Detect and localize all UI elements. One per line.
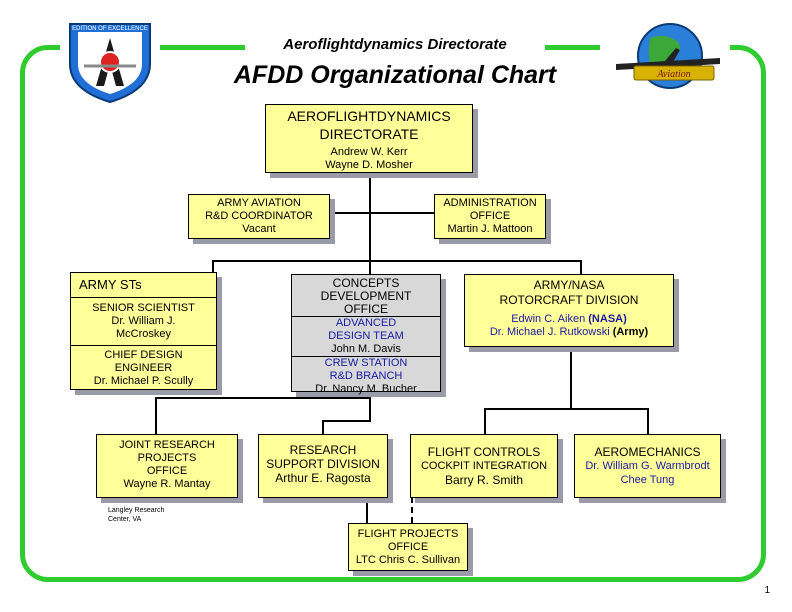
rotorcraft-tag-2: (Army) bbox=[612, 326, 649, 338]
rd-coordinator-line-2: R&D COORDINATOR bbox=[205, 210, 313, 222]
flight-controls-box: FLIGHT CONTROLS COCKPIT INTEGRATION Barr… bbox=[410, 434, 558, 498]
flight-projects-person: LTC Chris C. Sullivan bbox=[355, 554, 461, 566]
senior-scientist-line-2: Dr. William J. bbox=[111, 315, 176, 327]
rd-coordinator-box: ARMY AVIATION R&D COORDINATOR Vacant bbox=[188, 194, 330, 239]
connector-aeromechanics bbox=[647, 408, 649, 434]
research-support-line-2: SUPPORT DIVISION bbox=[266, 457, 380, 471]
rotorcraft-person-2-row: Dr. Michael J. Rutkowski (Army) bbox=[465, 326, 673, 339]
chief-engineer-cell: CHIEF DESIGN ENGINEER Dr. Michael P. Scu… bbox=[71, 345, 216, 388]
title-mask-2 bbox=[195, 56, 595, 94]
flight-projects-line-1: FLIGHT PROJECTS bbox=[357, 528, 459, 540]
title-mask bbox=[245, 34, 545, 56]
page-subtitle: Aeroflightdynamics Directorate bbox=[283, 36, 507, 53]
joint-research-line-1: JOINT RESEARCH bbox=[119, 439, 215, 451]
aeromechanics-person-1: Dr. William G. Warmbrodt bbox=[585, 460, 710, 472]
right-logo-text: Aviation bbox=[656, 69, 690, 80]
research-support-person: Arthur E. Ragosta bbox=[275, 471, 371, 485]
senior-scientist-line-1: SENIOR SCIENTIST bbox=[92, 302, 195, 314]
design-team-line-2: DESIGN TEAM bbox=[328, 330, 404, 342]
connector-dashed bbox=[411, 497, 413, 533]
page-number: 1 bbox=[764, 585, 770, 596]
connector-staff-horizontal bbox=[330, 212, 434, 214]
flight-projects-box: FLIGHT PROJECTS OFFICE LTC Chris C. Sull… bbox=[348, 523, 468, 571]
aeromechanics-box: AEROMECHANICS Dr. William G. Warmbrodt C… bbox=[574, 434, 721, 498]
concepts-line-2: DEVELOPMENT bbox=[320, 289, 412, 303]
concepts-box: CONCEPTS DEVELOPMENT OFFICE ADVANCED DES… bbox=[291, 274, 441, 395]
admin-office-box: ADMINISTRATION OFFICE Martin J. Mattoon bbox=[434, 194, 546, 239]
chief-engineer-line-2: ENGINEER bbox=[114, 362, 173, 374]
flight-controls-line-1: FLIGHT CONTROLS bbox=[427, 445, 541, 459]
flight-projects-line-2: OFFICE bbox=[387, 541, 429, 553]
directorate-title-1: AEROFLIGHTDYNAMICS bbox=[287, 108, 451, 124]
connector-joint bbox=[155, 397, 157, 434]
research-support-line-1: RESEARCH bbox=[289, 443, 357, 457]
rotorcraft-division-box: ARMY/NASA ROTORCRAFT DIVISION Edwin C. A… bbox=[464, 274, 674, 347]
directorate-title-2: DIRECTORATE bbox=[319, 126, 419, 142]
directorate-box: AEROFLIGHTDYNAMICS DIRECTORATE Andrew W.… bbox=[265, 104, 473, 173]
connector-center-lower bbox=[369, 392, 371, 422]
connector-research bbox=[322, 420, 370, 422]
rotorcraft-person-1: Edwin C. Aiken bbox=[511, 313, 586, 325]
directorate-person-1: Andrew W. Kerr bbox=[330, 146, 408, 158]
admin-office-person: Martin J. Mattoon bbox=[447, 223, 533, 235]
connector-level3-left bbox=[155, 397, 370, 399]
army-sts-title: ARMY STs bbox=[79, 277, 142, 292]
design-team-person: John M. Davis bbox=[331, 343, 401, 355]
connector-level2-horizontal bbox=[212, 260, 582, 262]
research-support-box: RESEARCH SUPPORT DIVISION Arthur E. Rago… bbox=[258, 434, 388, 498]
rd-coordinator-person: Vacant bbox=[242, 223, 276, 235]
connector-flight-controls bbox=[484, 408, 486, 434]
army-excellence-logo-icon: EDITION OF EXCELLENCE bbox=[69, 23, 151, 104]
location-note-line-2: Center, VA bbox=[108, 516, 142, 523]
aviation-globe-logo-icon: Aviation bbox=[616, 23, 720, 89]
aeromechanics-person-2: Chee Tung bbox=[620, 474, 675, 486]
crew-station-line-2: R&D BRANCH bbox=[329, 370, 403, 382]
admin-office-line-2: OFFICE bbox=[469, 210, 511, 222]
directorate-person-2: Wayne D. Mosher bbox=[325, 159, 413, 171]
aeromechanics-line-1: AEROMECHANICS bbox=[594, 445, 701, 459]
admin-office-line-1: ADMINISTRATION bbox=[443, 197, 537, 209]
joint-research-person: Wayne R. Mantay bbox=[123, 478, 211, 490]
senior-scientist-line-3: McCroskey bbox=[115, 328, 171, 340]
connector-flight-projects bbox=[366, 497, 368, 523]
crew-station-line-1: CREW STATION bbox=[324, 357, 408, 369]
location-note: Langley Research Center, VA bbox=[108, 506, 164, 524]
concepts-line-1: CONCEPTS bbox=[332, 276, 400, 290]
rd-coordinator-line-1: ARMY AVIATION bbox=[217, 197, 301, 209]
connector-main-vertical bbox=[369, 173, 371, 289]
rotorcraft-person-2: Dr. Michael J. Rutkowski bbox=[489, 326, 610, 338]
senior-scientist-cell: SENIOR SCIENTIST Dr. William J. McCroske… bbox=[71, 297, 216, 341]
concepts-line-3: OFFICE bbox=[344, 302, 388, 316]
crew-station-cell: CREW STATION R&D BRANCH Dr. Nancy M. Buc… bbox=[292, 356, 440, 396]
connector-research-down bbox=[322, 420, 324, 434]
flight-controls-person: Barry R. Smith bbox=[444, 473, 523, 487]
rotorcraft-line-1: ARMY/NASA bbox=[533, 278, 605, 292]
chief-engineer-line-1: CHIEF DESIGN bbox=[104, 349, 183, 361]
connector-rotorcraft-down bbox=[570, 350, 572, 408]
chief-engineer-line-3: Dr. Michael P. Scully bbox=[93, 375, 194, 387]
location-note-line-1: Langley Research bbox=[108, 507, 165, 514]
connector-rotorcraft-branches bbox=[484, 408, 649, 410]
design-team-cell: ADVANCED DESIGN TEAM John M. Davis bbox=[292, 316, 440, 356]
page-title: AFDD Organizational Chart bbox=[233, 61, 557, 89]
rotorcraft-person-1-row: Edwin C. Aiken (NASA) bbox=[465, 313, 673, 326]
connector-rotorcraft bbox=[580, 260, 582, 274]
joint-research-line-2: PROJECTS bbox=[137, 452, 197, 464]
connector-army-sts bbox=[212, 260, 214, 282]
flight-controls-line-2: COCKPIT INTEGRATION bbox=[420, 460, 548, 472]
joint-research-line-3: OFFICE bbox=[146, 465, 188, 477]
rotorcraft-tag-1: (NASA) bbox=[588, 313, 627, 325]
crew-station-person: Dr. Nancy M. Bucher bbox=[315, 383, 417, 395]
army-sts-box: ARMY STs SENIOR SCIENTIST Dr. William J.… bbox=[70, 272, 217, 390]
joint-research-box: JOINT RESEARCH PROJECTS OFFICE Wayne R. … bbox=[96, 434, 238, 498]
rotorcraft-line-2: ROTORCRAFT DIVISION bbox=[499, 293, 639, 307]
left-logo-text: EDITION OF EXCELLENCE bbox=[72, 26, 148, 32]
design-team-line-1: ADVANCED bbox=[335, 317, 397, 329]
